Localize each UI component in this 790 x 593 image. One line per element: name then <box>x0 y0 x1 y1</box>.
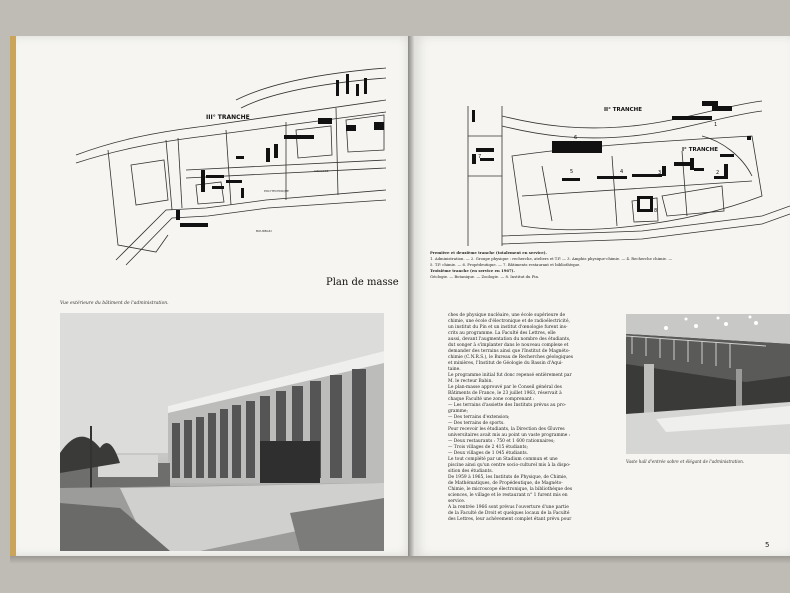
text-line: un institut du Pin et un institut d'œnol… <box>448 325 568 330</box>
text-line: demander des terrains ainsi que l'Instit… <box>448 349 570 354</box>
map-number-3: 3 <box>658 170 661 176</box>
text-line: universitaires avait mis au point un vas… <box>448 433 571 438</box>
map-legend: Première et deuxième tranche (totalement… <box>430 250 672 280</box>
page-gutter <box>408 36 414 556</box>
text-line: — Trois villages de 2 415 étudiants; <box>448 445 528 450</box>
text-line: — Des terrains d'extension; <box>448 415 510 420</box>
text-line: Chimie, le microscope électronique, la b… <box>448 487 573 492</box>
road-label: BOURBAKI <box>256 229 272 233</box>
body-text-column: ches de physique nucléaire, une école su… <box>448 313 622 523</box>
map-number-8: 8 <box>654 208 657 214</box>
text-line: Le tout complété par un Stadium commun e… <box>448 457 558 462</box>
map-number-5: 5 <box>570 169 573 175</box>
text-line: — Deux restaurants : 750 et 1 600 ration… <box>448 439 555 444</box>
plan-title: Plan de masse <box>326 277 399 288</box>
site-plan-map-right: II° TRANCHE I° TRANCHE 1 2 3 4 5 6 7 8 <box>467 100 790 246</box>
text-line: M. le recteur Babin. <box>448 379 493 384</box>
text-line: sciences, le village et le restaurant n°… <box>448 493 568 498</box>
site-plan-map-left: III° TRANCHE GENOSSE POLYTECHNIQUE BOURB… <box>75 67 387 266</box>
legend-heading: Troisième tranche (en service en 1967). <box>430 268 515 273</box>
text-line: A la rentrée 1966 sont prévus l'ouvertur… <box>448 505 569 510</box>
hall-photo-caption: Vaste hall d'entrée sobre et élégant de … <box>626 459 745 464</box>
text-line: crits au programme. La Faculté des Lettr… <box>448 331 556 336</box>
legend-line: 5. T.P. chimie. — 6. Propédeutique. — 7.… <box>430 262 581 267</box>
bottom-shadow <box>10 556 790 564</box>
text-line: et minières, l'Institut de Géologie du B… <box>448 361 563 366</box>
text-line: dut songer à s'implanter dans le nouveau… <box>448 343 569 348</box>
text-line: gramme; <box>448 409 468 414</box>
text-line: ches de physique nucléaire, une école su… <box>448 313 566 318</box>
text-line: De 1959 à 1965, les Instituts de Physiqu… <box>448 475 568 480</box>
text-line: de la Faculté de Droit et quelques locau… <box>448 511 570 516</box>
tranche-label: III° TRANCHE <box>206 114 250 121</box>
photo-caption: Vue extérieure du bâtiment de l'administ… <box>60 301 169 306</box>
text-line: piscine ainsi qu'un centre socio-culture… <box>448 463 571 468</box>
text-line: chimie, une école d'électronique et de r… <box>448 319 570 324</box>
text-line: taine. <box>448 367 461 372</box>
map-number-6: 6 <box>574 135 577 141</box>
text-line: — Deux villages de 1 045 étudiants. <box>448 451 529 456</box>
road-label: POLYTECHNIQUE <box>264 189 289 193</box>
map-number-1: 1 <box>714 122 717 128</box>
tranche-1-label: I° TRANCHE <box>682 147 718 153</box>
text-line: aussi, devant l'augmentation du nombre d… <box>448 337 571 342</box>
legend-line: Géologie. — Botanique. — Zoologie. — 8. … <box>430 274 540 279</box>
administration-building-photo <box>60 313 384 551</box>
entrance-hall-photo <box>626 314 790 454</box>
text-line: — Des terrains de sports. <box>448 421 505 426</box>
text-line: chaque Faculté une zone comprenant : <box>448 397 535 402</box>
right-page: II° TRANCHE I° TRANCHE 1 2 3 4 5 6 7 8 P… <box>414 36 790 556</box>
road-label: GENOSSE <box>314 169 329 173</box>
text-line: sition des étudiants. <box>448 469 494 474</box>
text-line: Pour recevoir les étudiants, la Directio… <box>448 427 565 432</box>
legend-heading: Première et deuxième tranche (totalement… <box>430 250 547 255</box>
map-number-7: 7 <box>478 154 481 160</box>
legend-line: 1. Administration. — 2. Groupe physique … <box>430 256 673 261</box>
text-line: chimie (C.N.R.S.), le Bureau de Recherch… <box>448 355 573 360</box>
text-line: Bâtiments de France, le 23 juillet 1963,… <box>448 391 562 396</box>
text-line: — Les terrains d'assiette des Instituts … <box>448 403 567 408</box>
text-line: Le plan-masse approuvé par le Conseil gé… <box>448 385 562 390</box>
page-number: 5 <box>765 541 770 549</box>
booklet-spread: III° TRANCHE GENOSSE POLYTECHNIQUE BOURB… <box>10 36 790 556</box>
map-number-2: 2 <box>716 170 719 176</box>
left-page: III° TRANCHE GENOSSE POLYTECHNIQUE BOURB… <box>10 36 414 556</box>
tranche-2-label: II° TRANCHE <box>604 107 642 113</box>
text-line: service. <box>448 499 466 504</box>
text-line: des Lettres, leur achèvement complet éta… <box>448 517 572 522</box>
text-line: Le programme initial fut donc repensé en… <box>448 373 572 378</box>
text-line: de Mathématiques, de Propédeutique, de M… <box>448 481 563 486</box>
map-number-4: 4 <box>620 169 623 175</box>
